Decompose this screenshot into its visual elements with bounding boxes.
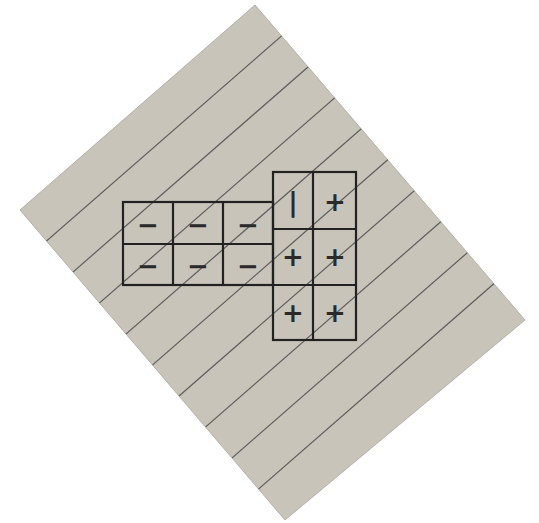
- table-cell: +: [324, 300, 346, 326]
- table-cell: −: [237, 253, 259, 279]
- paper-sheet: [20, 5, 525, 520]
- table-cell: +: [324, 244, 346, 270]
- table-cell: +: [324, 189, 346, 215]
- table-cell: −: [187, 253, 209, 279]
- table-cell: +: [282, 300, 304, 326]
- table-cell: −: [137, 253, 159, 279]
- grid-lines: [123, 172, 356, 340]
- table-cell: −: [187, 212, 209, 238]
- table-cell: +: [282, 244, 304, 270]
- table-cell: |: [288, 189, 298, 215]
- table-cell: −: [237, 212, 259, 238]
- table-cell: −: [137, 212, 159, 238]
